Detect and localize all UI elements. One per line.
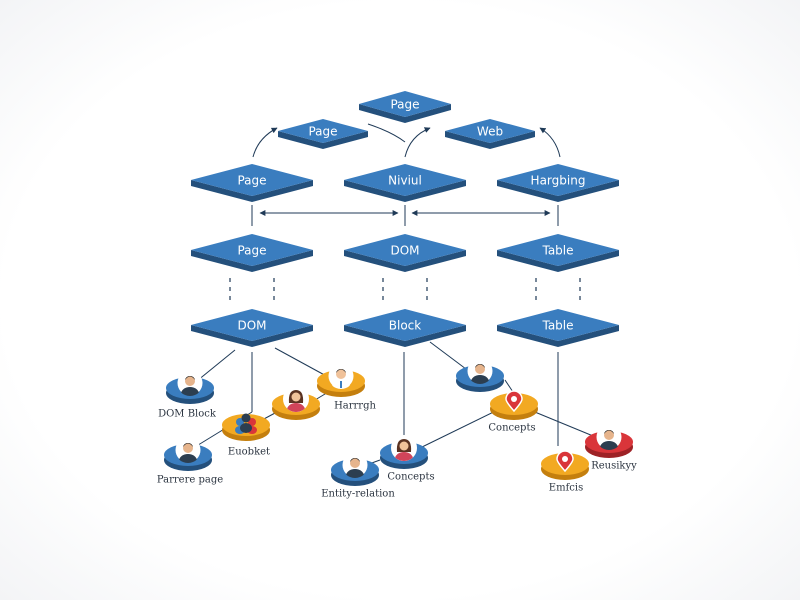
person-label: Emfcis	[549, 483, 583, 494]
node-diamond[interactable]: Table	[497, 309, 619, 347]
node-side	[497, 250, 619, 272]
node-diamond[interactable]: Web	[445, 119, 535, 149]
node-face	[445, 119, 535, 143]
node-diamond[interactable]: Page	[191, 164, 313, 202]
edge-arrow	[252, 127, 278, 158]
node-face	[497, 234, 619, 266]
person-node[interactable]: Entity-relation	[321, 452, 395, 500]
node-side	[278, 131, 368, 149]
node-label: Page	[308, 125, 337, 139]
person-man-icon	[467, 358, 493, 384]
node-face	[359, 91, 451, 117]
node-face	[497, 164, 619, 196]
node-label: Table	[541, 319, 573, 333]
node-label: Table	[541, 244, 573, 258]
node-face	[278, 119, 368, 143]
person-man-icon	[342, 452, 368, 478]
edge-arrow	[367, 123, 406, 143]
node-face	[191, 234, 313, 266]
map-pin-icon	[556, 450, 574, 473]
node-label: Page	[390, 98, 419, 112]
node-diamond[interactable]: DOM	[191, 309, 313, 347]
person-node[interactable]	[272, 386, 320, 421]
person-label: DOM Block	[158, 409, 217, 420]
node-label: Web	[477, 125, 503, 139]
person-label: Concepts	[387, 472, 434, 483]
node-side	[344, 325, 466, 347]
person-man-icon	[175, 437, 201, 463]
person-label: Harrrgh	[334, 401, 376, 412]
node-side	[344, 250, 466, 272]
person-man-icon	[177, 370, 203, 396]
node-side	[497, 180, 619, 202]
node-diamond[interactable]: Hargbing	[497, 164, 619, 202]
edge-line	[429, 341, 471, 373]
person-label: Reusikyy	[591, 461, 637, 472]
node-side	[497, 325, 619, 347]
person-label: Entity-relation	[321, 489, 395, 500]
edge-line	[529, 409, 599, 439]
person-label: Parrere page	[157, 475, 223, 486]
person-node[interactable]: Concepts	[488, 390, 538, 434]
node-label: DOM	[390, 244, 419, 258]
edge-line	[274, 347, 331, 379]
node-face	[191, 164, 313, 196]
node-face	[497, 309, 619, 341]
node-face	[344, 164, 466, 196]
person-label: Concepts	[488, 423, 535, 434]
node-label: DOM	[237, 319, 266, 333]
people-layer: DOM Block Parrere page Euobket Harrrgh E…	[157, 358, 637, 500]
person-woman-icon	[283, 386, 309, 412]
node-side	[344, 180, 466, 202]
map-pin-icon	[505, 390, 523, 413]
person-woman-icon	[391, 435, 417, 461]
node-diamond[interactable]: Page	[359, 91, 451, 123]
edge-arrow	[539, 127, 561, 158]
node-diamond[interactable]: Page	[191, 234, 313, 272]
node-diamond[interactable]: Table	[497, 234, 619, 272]
node-face	[344, 309, 466, 341]
person-node[interactable]: Emfcis	[541, 450, 589, 494]
node-face	[344, 234, 466, 266]
person-node[interactable]: Harrrgh	[317, 363, 376, 412]
node-diamond[interactable]: Block	[344, 309, 466, 347]
edge-arrow	[404, 127, 431, 158]
person-node[interactable]: Concepts	[380, 435, 435, 483]
people-group-icon	[235, 413, 257, 434]
node-label: Page	[237, 174, 266, 188]
node-side	[359, 104, 451, 123]
node-label: Hargbing	[531, 174, 586, 188]
person-doctor-icon	[328, 363, 354, 389]
person-node[interactable]	[456, 358, 504, 393]
person-node[interactable]: Reusikyy	[585, 424, 637, 472]
person-node[interactable]: DOM Block	[158, 370, 217, 420]
node-side	[191, 325, 313, 347]
node-label: Page	[237, 244, 266, 258]
person-man-icon	[596, 424, 622, 450]
node-label: Block	[389, 319, 422, 333]
node-face	[191, 309, 313, 341]
person-node[interactable]: Parrere page	[157, 437, 223, 486]
node-diamond[interactable]: Niviul	[344, 164, 466, 202]
node-diamond[interactable]: Page	[278, 119, 368, 149]
person-label: Euobket	[228, 447, 270, 458]
nodes-layer: Page Page Web Page Niviul Hargbing Page …	[191, 91, 619, 347]
node-side	[445, 131, 535, 149]
node-diamond[interactable]: DOM	[344, 234, 466, 272]
node-side	[191, 180, 313, 202]
node-label: Niviul	[388, 174, 422, 188]
person-node[interactable]: Euobket	[222, 413, 270, 458]
node-side	[191, 250, 313, 272]
